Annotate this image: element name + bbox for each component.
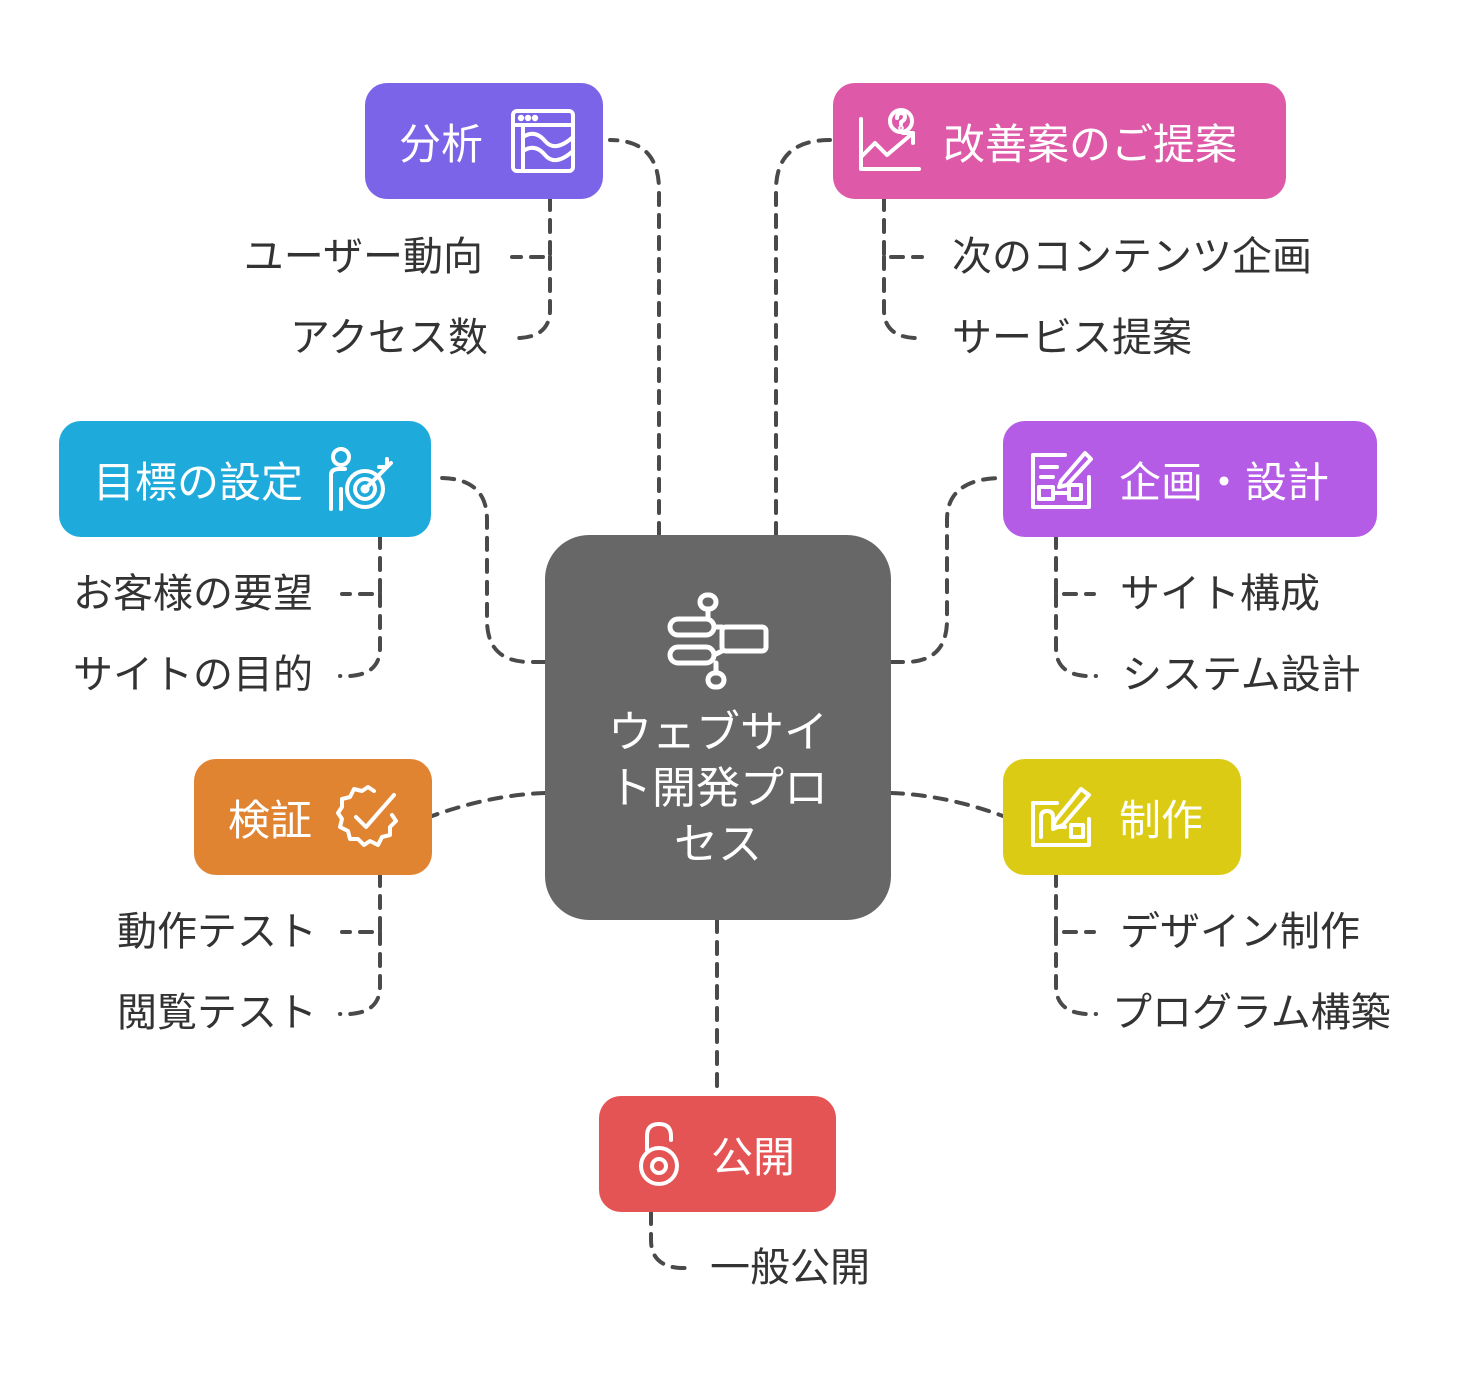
connector-testing xyxy=(430,791,547,818)
browser-chart-icon xyxy=(509,107,577,175)
blueprint-pencil-icon xyxy=(1027,445,1095,513)
leaf-production-2: プログラム構築 xyxy=(1112,990,1391,1036)
leaf-planning-1: サイト構成 xyxy=(1120,571,1320,617)
leaf-goals-1: お客様の要望 xyxy=(73,571,313,617)
leaf-testing-2: 閲覧テスト xyxy=(117,990,317,1036)
gear-check-icon xyxy=(334,783,402,851)
puzzle-flow-icon xyxy=(662,591,774,695)
leaf-planning-2: システム設計 xyxy=(1122,652,1361,698)
node-publish-label: 公開 xyxy=(711,1132,796,1182)
connector-planning xyxy=(889,476,1005,664)
chart-question-icon xyxy=(855,107,923,175)
leaf-connector-production-2 xyxy=(1054,930,1098,1016)
node-goals-label: 目標の設定 xyxy=(93,457,304,507)
leaf-analysis-2: アクセス数 xyxy=(290,315,488,361)
leaf-connector-publish-1 xyxy=(649,1210,694,1270)
leaf-testing-1: 動作テスト xyxy=(117,909,317,955)
leaf-proposal-2: サービス提案 xyxy=(952,315,1192,361)
leaf-connector-proposal-2 xyxy=(882,255,926,340)
node-production-label: 制作 xyxy=(1119,795,1204,845)
leaf-goals-2: サイトの目的 xyxy=(73,652,313,698)
leaf-connector-planning-2 xyxy=(1054,592,1098,678)
unlock-icon xyxy=(627,1120,695,1188)
leaf-connector-goals-1 xyxy=(340,534,382,596)
leaf-analysis-1: ユーザー動向 xyxy=(243,234,483,280)
connector-analysis xyxy=(608,138,661,537)
leaf-proposal-1: 次のコンテンツ企画 xyxy=(952,234,1312,280)
node-analysis[interactable]: 分析 xyxy=(365,83,603,199)
node-goals[interactable]: 目標の設定 xyxy=(59,421,431,537)
person-target-icon xyxy=(325,445,394,513)
leaf-connector-goals-2 xyxy=(338,592,382,678)
build-pencil-icon xyxy=(1027,783,1095,851)
node-planning[interactable]: 企画・設計 xyxy=(1003,421,1377,537)
node-publish[interactable]: 公開 xyxy=(599,1096,836,1212)
leaf-connector-analysis-2 xyxy=(508,255,552,340)
leaf-connector-production-1 xyxy=(1054,872,1096,934)
connector-proposal xyxy=(774,138,832,537)
node-testing[interactable]: 検証 xyxy=(194,759,432,875)
connector-goals xyxy=(438,476,547,664)
node-production[interactable]: 制作 xyxy=(1003,759,1241,875)
leaf-connector-testing-1 xyxy=(340,872,382,934)
node-proposal[interactable]: 改善案のご提案 xyxy=(833,83,1286,199)
center-node[interactable]: ウェブサイト開発プロセス xyxy=(545,535,891,920)
leaf-publish-1: 一般公開 xyxy=(710,1245,870,1291)
connector-production xyxy=(889,791,1005,818)
leaf-connector-analysis-1 xyxy=(510,196,552,259)
leaf-connector-testing-2 xyxy=(338,930,382,1016)
node-planning-label: 企画・設計 xyxy=(1119,457,1330,507)
leaf-connector-planning-1 xyxy=(1054,534,1096,596)
node-proposal-label: 改善案のご提案 xyxy=(943,119,1238,169)
node-testing-label: 検証 xyxy=(228,795,313,845)
center-title: ウェブサイト開発プロセス xyxy=(608,706,828,870)
leaf-connector-proposal-1 xyxy=(882,196,924,259)
node-analysis-label: 分析 xyxy=(399,119,484,169)
leaf-production-1: デザイン制作 xyxy=(1120,909,1360,955)
